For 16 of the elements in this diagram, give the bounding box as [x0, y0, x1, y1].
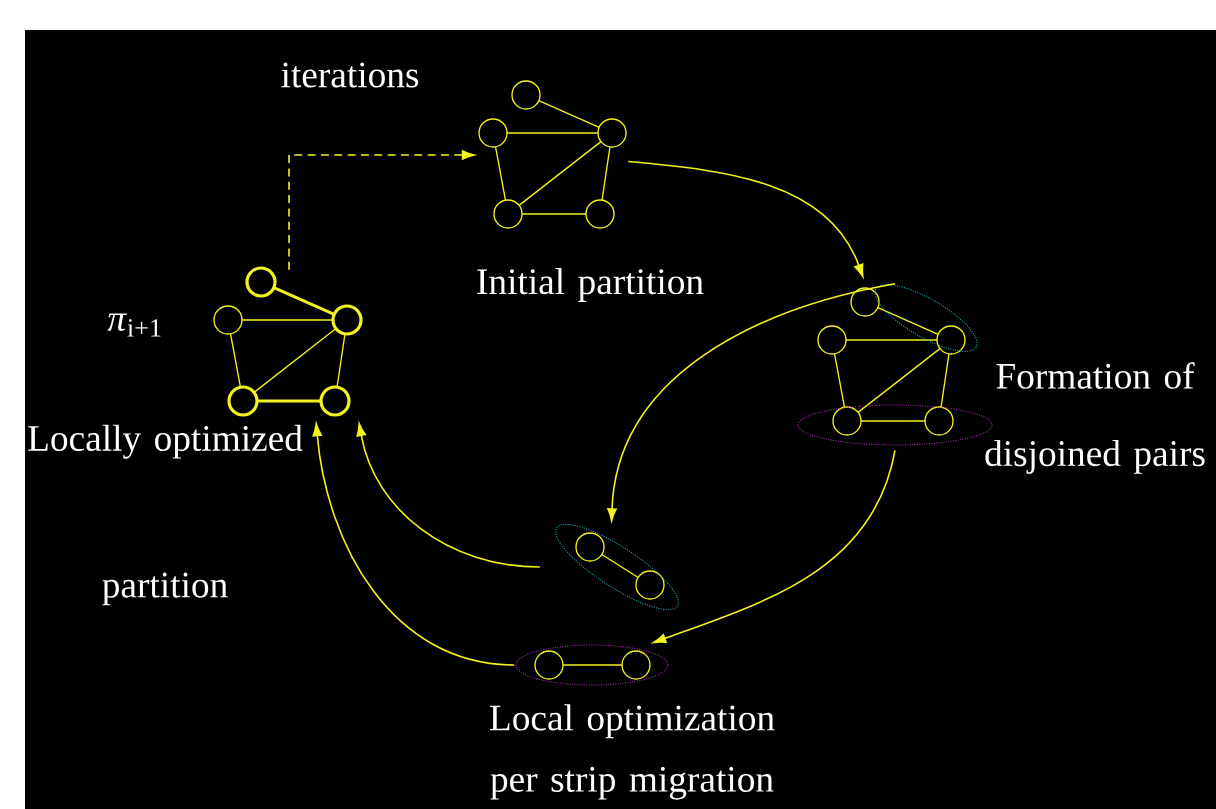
- node-label: Local optimization per strip migration: [490, 704, 775, 800]
- graph-drawing: [478, 80, 627, 229]
- node-label: Formation of disjoined pairs: [985, 362, 1205, 474]
- edge-label: iterations: [281, 62, 419, 88]
- graph-drawing: [515, 644, 669, 686]
- graph-drawing: [213, 266, 363, 417]
- arrow: [607, 282, 896, 522]
- node-label: Locally optimized partition: [28, 424, 303, 606]
- arrow: [356, 423, 541, 568]
- arrow: [312, 423, 516, 666]
- node-label: Initial partition: [477, 268, 704, 302]
- graph-drawing: [555, 523, 679, 611]
- node-label: π$_{i+1}$: [107, 313, 161, 337]
- arrow: [653, 449, 896, 644]
- arrow: [627, 160, 864, 278]
- arrow: [288, 150, 475, 271]
